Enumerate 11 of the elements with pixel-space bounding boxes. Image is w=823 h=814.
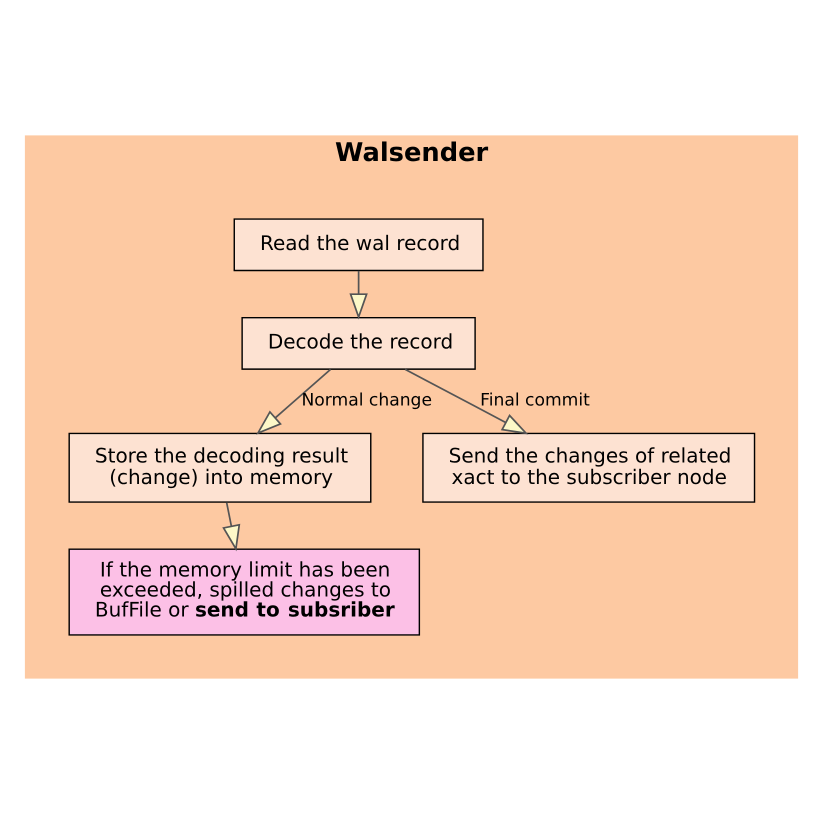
edge-label: Normal change xyxy=(301,390,432,411)
node-box: Read the wal record xyxy=(234,218,484,272)
node-box: Decode the record xyxy=(241,316,476,370)
arrow xyxy=(222,502,240,552)
node-box: Send the changes of related xact to the subscriber node xyxy=(422,432,756,503)
node-box: Store the decoding result (change) into memory xyxy=(68,432,372,503)
arrow xyxy=(256,368,332,435)
arrow xyxy=(349,270,368,320)
node-box: If the memory limit has been exceeded, spilled changes to BufFile or send to subsriber xyxy=(68,548,420,636)
edge-label: Final commit xyxy=(480,390,590,411)
arrow xyxy=(404,368,528,434)
